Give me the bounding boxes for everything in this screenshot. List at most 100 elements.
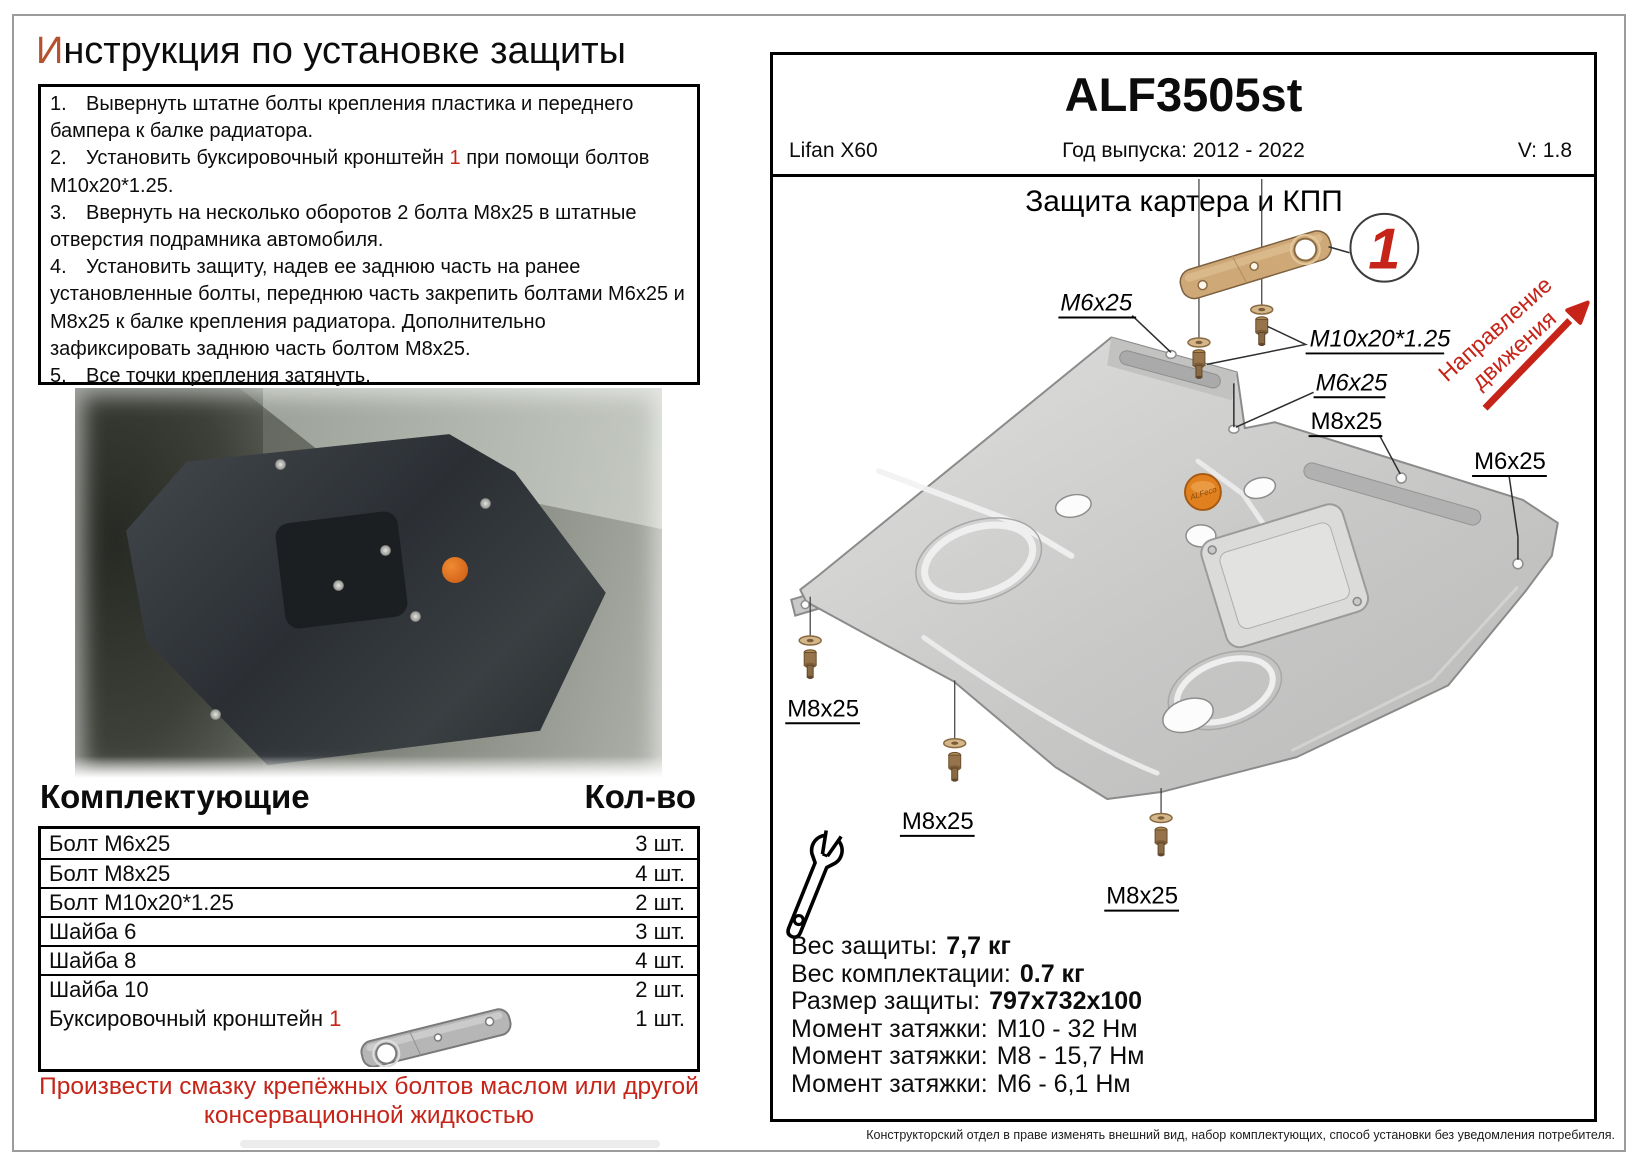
step-text: Вывернуть штатне болты крепления пластик… bbox=[50, 93, 634, 143]
part-qty: 3 шт. bbox=[635, 830, 685, 856]
wrench-icon bbox=[786, 830, 844, 940]
spec-line: Вес защиты: 7,7 кг bbox=[791, 932, 1144, 961]
spec-value: 7,7 кг bbox=[946, 932, 1011, 960]
step-text: Ввернуть на несколько оборотов 2 болта М… bbox=[50, 201, 637, 252]
diagram-title: Защита картера и КПП bbox=[1025, 185, 1343, 218]
spec-label: Вес защиты: bbox=[791, 932, 938, 960]
table-row: Болт М8х25 4 шт. bbox=[41, 858, 697, 887]
parts-col-name: Комплектующие bbox=[40, 778, 310, 815]
photo-bottom-fade bbox=[75, 756, 662, 780]
parts-table-header: Комплектующие Кол-во bbox=[40, 778, 696, 816]
bracket-ref-number: 1 bbox=[329, 1006, 342, 1031]
label-leader bbox=[1131, 315, 1172, 353]
instruction-step: 5. Все точки крепления затянуть. bbox=[50, 363, 688, 390]
faint-watermark bbox=[240, 1140, 660, 1148]
step-ref-number: 1 bbox=[449, 147, 461, 170]
spec-sheet-panel: ALF3505st Lifan X60 Год выпуска: 2012 - … bbox=[770, 52, 1597, 1122]
bolt-hole bbox=[1165, 349, 1177, 360]
part-qty: 2 шт. bbox=[635, 889, 685, 915]
part-name: Болт М8х25 bbox=[49, 860, 171, 886]
spec-line: Вес комплектации:0.7 кг bbox=[791, 959, 1144, 989]
callout-leader bbox=[1328, 246, 1350, 254]
part-name: Болт М10х20*1.25 bbox=[49, 889, 234, 915]
label-m10: М10х20*1.25 bbox=[1310, 325, 1452, 352]
bolt-icon bbox=[1192, 349, 1206, 379]
photo-bolt-glint bbox=[333, 580, 345, 592]
spec-value: М8 - 15,7 Нм bbox=[996, 1042, 1145, 1070]
part-qty: 2 шт. bbox=[635, 976, 685, 1002]
version-label: V: 1.8 bbox=[1517, 139, 1572, 162]
label-m8-mid: М8х25 bbox=[902, 808, 974, 835]
step-number: 5. bbox=[50, 365, 67, 388]
page-border bbox=[12, 14, 1626, 1152]
part-name: Шайба 6 bbox=[49, 918, 137, 944]
label-m8-bottom: М8х25 bbox=[1106, 883, 1178, 910]
spec-line: Момент затяжки:М10 - 32 Нм bbox=[791, 1014, 1144, 1044]
washer-bolt-set bbox=[798, 304, 1274, 857]
step-text: при помощи болтов М10х20*1.25. bbox=[50, 147, 650, 197]
part-number: ALF3505st bbox=[1064, 68, 1303, 121]
photo-orange-plug bbox=[441, 556, 468, 583]
skid-plate: ALFeco bbox=[790, 336, 1559, 801]
page-title: Инструкция по установке защиты bbox=[36, 30, 626, 73]
warning-line-1: Произвести смазку крепёжных болтов масло… bbox=[39, 1073, 699, 1100]
panel-header: ALF3505st Lifan X60 Год выпуска: 2012 - … bbox=[773, 55, 1594, 177]
spec-value: 797х732х100 bbox=[989, 987, 1143, 1015]
photo-vignette bbox=[75, 388, 662, 780]
label-m6-right: М6х25 bbox=[1474, 448, 1546, 475]
callout-number: 1 bbox=[1368, 218, 1400, 282]
callout-circle bbox=[1349, 212, 1420, 283]
spec-label: Момент затяжки: bbox=[791, 1069, 988, 1098]
bolt-icon bbox=[803, 649, 817, 680]
photo-bolt-glint bbox=[480, 497, 492, 509]
title-rest: нструкция по установке защиты bbox=[63, 30, 626, 72]
part-name: Болт М6х25 bbox=[49, 830, 171, 856]
photo-bolt-glint bbox=[210, 709, 221, 721]
part-qty: 4 шт. bbox=[635, 947, 685, 973]
part-qty: 4 шт. bbox=[635, 860, 685, 886]
car-model: Lifan X60 bbox=[789, 139, 878, 162]
bolt-hole bbox=[1512, 558, 1524, 570]
parts-col-qty: Кол-во bbox=[584, 778, 696, 815]
tow-bracket-image bbox=[360, 1008, 512, 1067]
bolt-hole bbox=[1395, 472, 1408, 484]
step-number: 2. bbox=[50, 147, 67, 170]
spec-value: М10 - 32 Нм bbox=[996, 1014, 1138, 1043]
table-row: Болт М10х20*1.25 2 шт. bbox=[41, 887, 697, 916]
instruction-step: 3.Ввернуть на несколько оборотов 2 болта… bbox=[50, 200, 688, 254]
step-text: Все точки крепления затянуть. bbox=[86, 365, 371, 388]
label-m8-left: М8х25 bbox=[787, 695, 859, 722]
vent-hole bbox=[1243, 476, 1277, 500]
spec-label: Вес комплектации: bbox=[791, 959, 1011, 988]
wing-slot bbox=[1303, 462, 1482, 526]
step-text: Установить буксировочный кронштейн bbox=[86, 147, 450, 170]
installed-protection-photo bbox=[75, 388, 662, 780]
label-leader bbox=[1235, 391, 1314, 428]
table-row: Болт М6х25 3 шт. bbox=[41, 829, 697, 858]
step-text: Установить защиту, надев ее заднюю часть… bbox=[50, 256, 685, 360]
spec-line: Момент затяжки:М6 - 6,1 Нм bbox=[791, 1069, 1144, 1099]
manufacturer-note: Конструкторский отдел в праве изменять в… bbox=[866, 1128, 1615, 1142]
photo-bolt-glint bbox=[274, 458, 286, 470]
installation-diagram: Защита картера и КПП bbox=[785, 178, 1590, 940]
warning-line-2: консервационной жидкостью bbox=[203, 1102, 535, 1129]
installation-steps-box: 1.Вывернуть штатне болты крепления пласт… bbox=[38, 84, 700, 387]
drain-plug: ALFeco bbox=[1183, 473, 1222, 511]
step-number: 1. bbox=[50, 93, 67, 115]
table-row-bracket: Буксировочный кронштейн 1 1 шт. bbox=[41, 1003, 697, 1069]
instruction-step: 1.Вывернуть штатне болты крепления пласт… bbox=[50, 91, 688, 145]
flange-slot bbox=[1119, 350, 1221, 389]
lubrication-warning: Произвести смазку крепёжных болтов масло… bbox=[38, 1072, 700, 1130]
label-m6-mid: М6х25 bbox=[1316, 369, 1388, 396]
spec-line: Размер защиты:797х732х100 bbox=[791, 987, 1144, 1016]
photo-bolt-glint bbox=[380, 544, 392, 556]
bracket-row-name: Буксировочный кронштейн 1 bbox=[49, 1006, 342, 1031]
access-hatch bbox=[1200, 503, 1370, 649]
photo-bolt-glint bbox=[409, 611, 421, 623]
label-m8-top: М8х25 bbox=[1311, 408, 1383, 435]
label-leader bbox=[1378, 434, 1401, 475]
